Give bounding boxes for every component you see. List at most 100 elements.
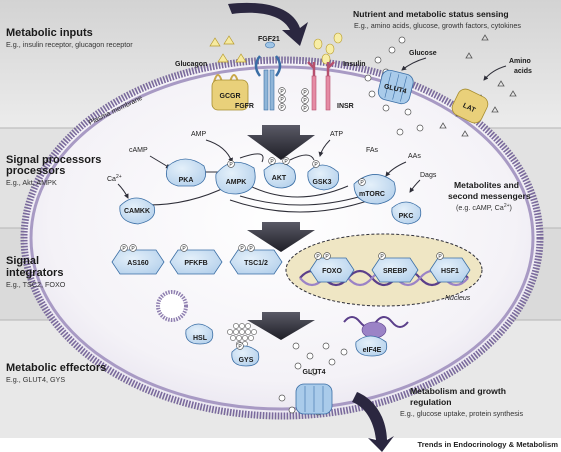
glut4-bottom-transporter: GLUT4 (295, 369, 333, 415)
akt-node: AKT P P (263, 157, 296, 189)
phospho-label: P (360, 180, 364, 186)
metabolites-title: Metabolites and (454, 180, 519, 190)
mtorc-node: mTORC P (353, 174, 396, 205)
ampk-node: AMPK P (215, 160, 256, 195)
gcgr-label: GCGR (220, 93, 241, 100)
lat-transporter: LAT (451, 88, 489, 124)
insr-receptor: INSR (307, 61, 354, 111)
flow-arrow-3 (247, 312, 315, 340)
phospho-label: P (270, 159, 274, 165)
phospho-label: P (238, 344, 242, 350)
phospho-label: P (314, 162, 318, 168)
insulin-label: Insulin (343, 61, 366, 68)
hsl-node: HSL (185, 323, 214, 345)
phospho-label: P (280, 97, 284, 103)
output-title-2: regulation (410, 397, 452, 407)
amino-label: Amino (509, 58, 531, 65)
pfkfb-label: PFKFB (184, 260, 207, 267)
flow-arrow-2 (247, 222, 315, 252)
phospho-label: P (280, 105, 284, 111)
phospho-label: P (303, 90, 307, 96)
gys-label: GYS (239, 357, 254, 364)
tsc-label: TSC1/2 (244, 260, 268, 267)
dags-label: Dags (420, 172, 437, 179)
pfkfb-node: PFKFB P (169, 244, 223, 275)
phospho-label: P (438, 254, 442, 260)
band-labels: Metabolic inputs E.g., insulin receptor,… (6, 27, 133, 384)
phospho-label: P (303, 106, 307, 112)
hsf1-label: HSF1 (441, 268, 459, 275)
camkk-node: CAMKK (119, 197, 156, 225)
sensing-subtitle: E.g., amino acids, glucose, growth facto… (354, 21, 521, 30)
band-subtitle: E.g., insulin receptor, glucagon recepto… (6, 40, 133, 49)
metabolites-example: (e.g. cAMP, Ca2+) (456, 203, 512, 212)
glucose-label: Glucose (409, 50, 437, 57)
phospho-label: P (249, 246, 253, 252)
mtorc-label: mTORC (359, 191, 385, 198)
band-subtitle: E.g., TSC2, FOXO (6, 280, 66, 289)
output-arrow-out (352, 392, 394, 452)
phospho-label: P (316, 254, 320, 260)
metabolites-caption: Metabolites and second messengers (e.g. … (448, 180, 531, 212)
phospho-label: P (122, 246, 126, 252)
eif4e-node: eIF4E (355, 335, 388, 357)
sensing-arrow-in (228, 2, 308, 47)
glucose-arrow (401, 57, 427, 71)
fgf21-label: FGF21 (258, 36, 280, 43)
phospho-label: P (303, 98, 307, 104)
band-title: Metabolic inputs (6, 27, 93, 39)
band-title-line2: integrators (6, 267, 63, 279)
fgfr-phospho: P P P (278, 87, 286, 111)
eif4e-label: eIF4E (363, 347, 382, 354)
acids-label: acids (514, 68, 532, 75)
akt-label: AKT (272, 175, 287, 182)
gsk3-node: GSK3 P (307, 160, 340, 191)
gcgr-receptor: GCGR (211, 74, 249, 111)
receptors: GCGR FGFR INSR GLUT4 LAT (211, 55, 489, 124)
band-subtitle: E.g., GLUT4, GYS (6, 375, 65, 384)
phospho-label: P (380, 254, 384, 260)
metabolic-effectors: HSL GYS P eIF4E (156, 290, 409, 416)
flow-arrow-1 (247, 125, 315, 160)
foxo-node: FOXO P P (309, 252, 355, 283)
phospho-label: P (280, 89, 284, 95)
journal-credit: Trends in Endocrinology & Metabolism (418, 440, 559, 449)
hsl-label: HSL (193, 335, 208, 342)
srebp-node: SREBP P (371, 252, 419, 283)
gsk3-label: GSK3 (312, 179, 331, 186)
phospho-label: P (229, 162, 233, 168)
sensing-caption: Nutrient and metabolic status sensing E.… (353, 9, 521, 30)
phospho-label: P (325, 254, 329, 260)
metabolites-title-2: second messengers (448, 191, 531, 201)
nucleus-label: Nucleus (445, 295, 471, 302)
pka-label: PKA (179, 177, 194, 184)
lipid-droplet (156, 290, 188, 322)
band-title: Signal processors (6, 154, 101, 166)
glucagon-triangles (209, 35, 247, 63)
pkc-node: PKC (391, 201, 422, 225)
amino-arrow (483, 65, 507, 81)
band-title-line2: processors (6, 165, 65, 177)
amp-label: AMP (191, 131, 207, 138)
glucagon-label: Glucagon (175, 61, 207, 68)
fgfr-receptor: FGFR (235, 55, 282, 111)
camp-label: cAMP (129, 147, 148, 154)
signal-integrators: AS160 P P PFKFB P TSC1/2 P P Nucleus FOX… (111, 233, 483, 307)
insulin-drops (313, 32, 343, 65)
srebp-label: SREBP (383, 268, 407, 275)
pkc-label: PKC (399, 213, 414, 220)
as160-node: AS160 P P (111, 244, 165, 275)
insr-phospho: P P P (301, 88, 309, 112)
band-title: Metabolic effectors (6, 362, 106, 374)
plasma-membrane-outer (20, 56, 544, 420)
ampk-label: AMPK (226, 179, 247, 186)
pka-node: PKA (165, 158, 207, 187)
fas-label: FAs (366, 147, 379, 154)
sensing-title: Nutrient and metabolic status sensing (353, 9, 509, 19)
atp-label: ATP (330, 131, 343, 138)
tsc-node: TSC1/2 P P (229, 244, 283, 275)
hsf1-node: HSF1 P (429, 252, 471, 283)
ca-label: Ca2+ (107, 174, 122, 183)
plasma-membrane-inner (29, 65, 535, 411)
